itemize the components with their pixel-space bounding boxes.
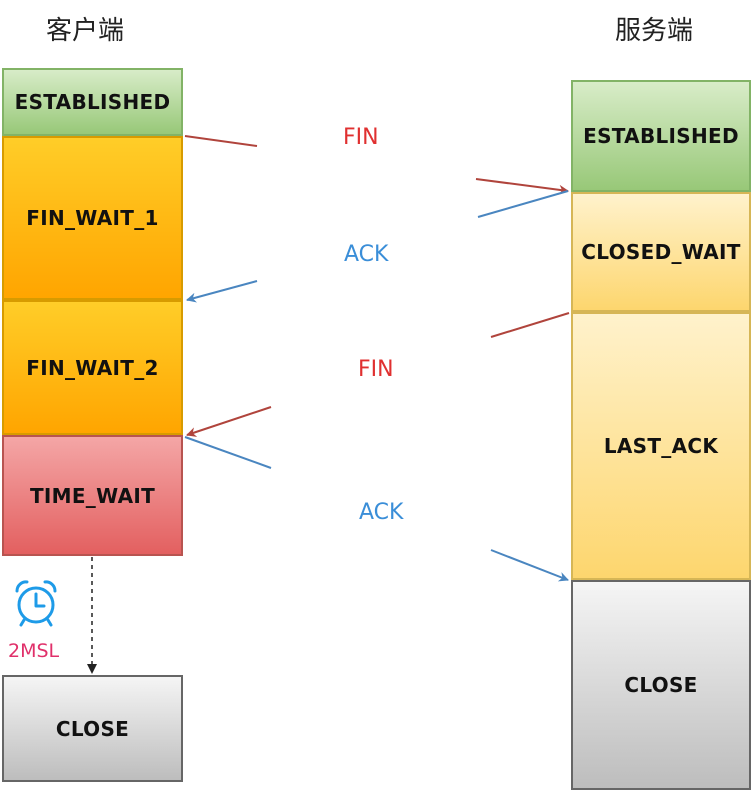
fin-2-arrow-tail [490,312,570,338]
ack-1-arrow-head [186,280,258,303]
fin-1-arrow-head [475,178,569,195]
server-state-closed-wait: CLOSED_WAIT [571,192,751,312]
server-state-close: CLOSE [571,580,751,790]
alarm-clock-icon [15,580,57,627]
server-state-established: ESTABLISHED [571,80,751,192]
client-state-fin-wait-1: FIN_WAIT_1 [2,136,183,300]
fin-1-arrow-tail [184,135,258,147]
message-ack-1: ACK [344,242,389,267]
client-state-established: ESTABLISHED [2,68,183,136]
timer-arrow-head [87,664,97,674]
fin-2-arrow-head [186,406,272,437]
message-fin-2: FIN [358,357,394,382]
client-state-close: CLOSE [2,675,183,782]
client-heading: 客户端 [46,16,125,46]
timer-label: 2MSL [8,640,60,662]
ack-2-arrow-head [490,549,569,582]
server-state-last-ack: LAST_ACK [571,312,751,580]
ack-1-arrow-tail [477,190,569,218]
client-state-fin-wait-2: FIN_WAIT_2 [2,300,183,435]
ack-2-arrow-tail [184,436,272,469]
message-ack-2: ACK [359,500,404,525]
server-heading: 服务端 [615,16,694,46]
message-fin-1: FIN [343,125,379,150]
client-state-time-wait: TIME_WAIT [2,435,183,556]
